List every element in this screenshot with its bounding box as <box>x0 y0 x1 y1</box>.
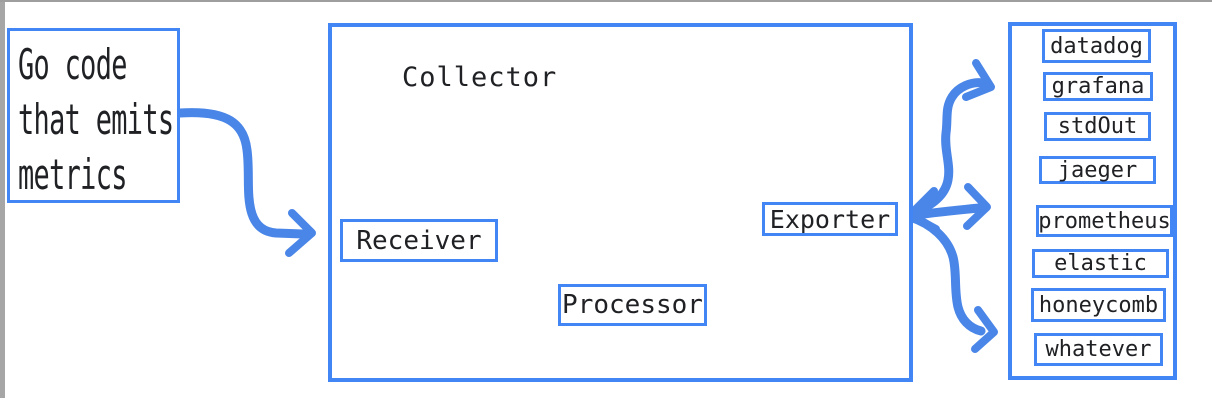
destination-jaeger: jaeger <box>1039 156 1156 184</box>
arrow-source-to-receiver <box>175 108 308 239</box>
receiver-label: Receiver <box>356 225 482 256</box>
source-code-label: Go code that emits metrics <box>18 40 174 199</box>
collector-title: Collector <box>402 62 558 93</box>
window-left-scroll-edge <box>0 2 5 398</box>
destination-prometheus: prometheus <box>1036 205 1173 237</box>
arrow-exporter-to-middle-destinations <box>905 203 984 221</box>
destination-whatever: whatever <box>1034 333 1163 366</box>
destination-stdout: stdOut <box>1044 112 1151 141</box>
arrow-exporter-to-lower-destinations <box>905 212 986 336</box>
receiver-box: Receiver <box>340 219 498 262</box>
destination-grafana: grafana <box>1043 72 1153 101</box>
destination-honeycomb: honeycomb <box>1031 288 1166 322</box>
window-top-edge <box>0 0 1212 2</box>
arrow-exporter-to-upper-destinations <box>905 78 988 219</box>
exporter-label: Exporter <box>769 204 891 234</box>
processor-box: Processor <box>558 284 707 326</box>
arrowhead-source-to-receiver <box>285 209 316 257</box>
arrowhead-middle-destinations <box>963 183 991 230</box>
arrowhead-upper-destinations <box>962 59 995 101</box>
source-code-box: Go code that emits metrics <box>7 28 180 203</box>
processor-label: Processor <box>562 290 703 320</box>
destination-elastic: elastic <box>1032 249 1169 278</box>
exporter-box: Exporter <box>762 202 898 236</box>
destination-datadog: datadog <box>1042 29 1151 63</box>
arrowhead-lower-destinations <box>971 306 998 353</box>
arrowhead-junction-left <box>906 187 940 233</box>
